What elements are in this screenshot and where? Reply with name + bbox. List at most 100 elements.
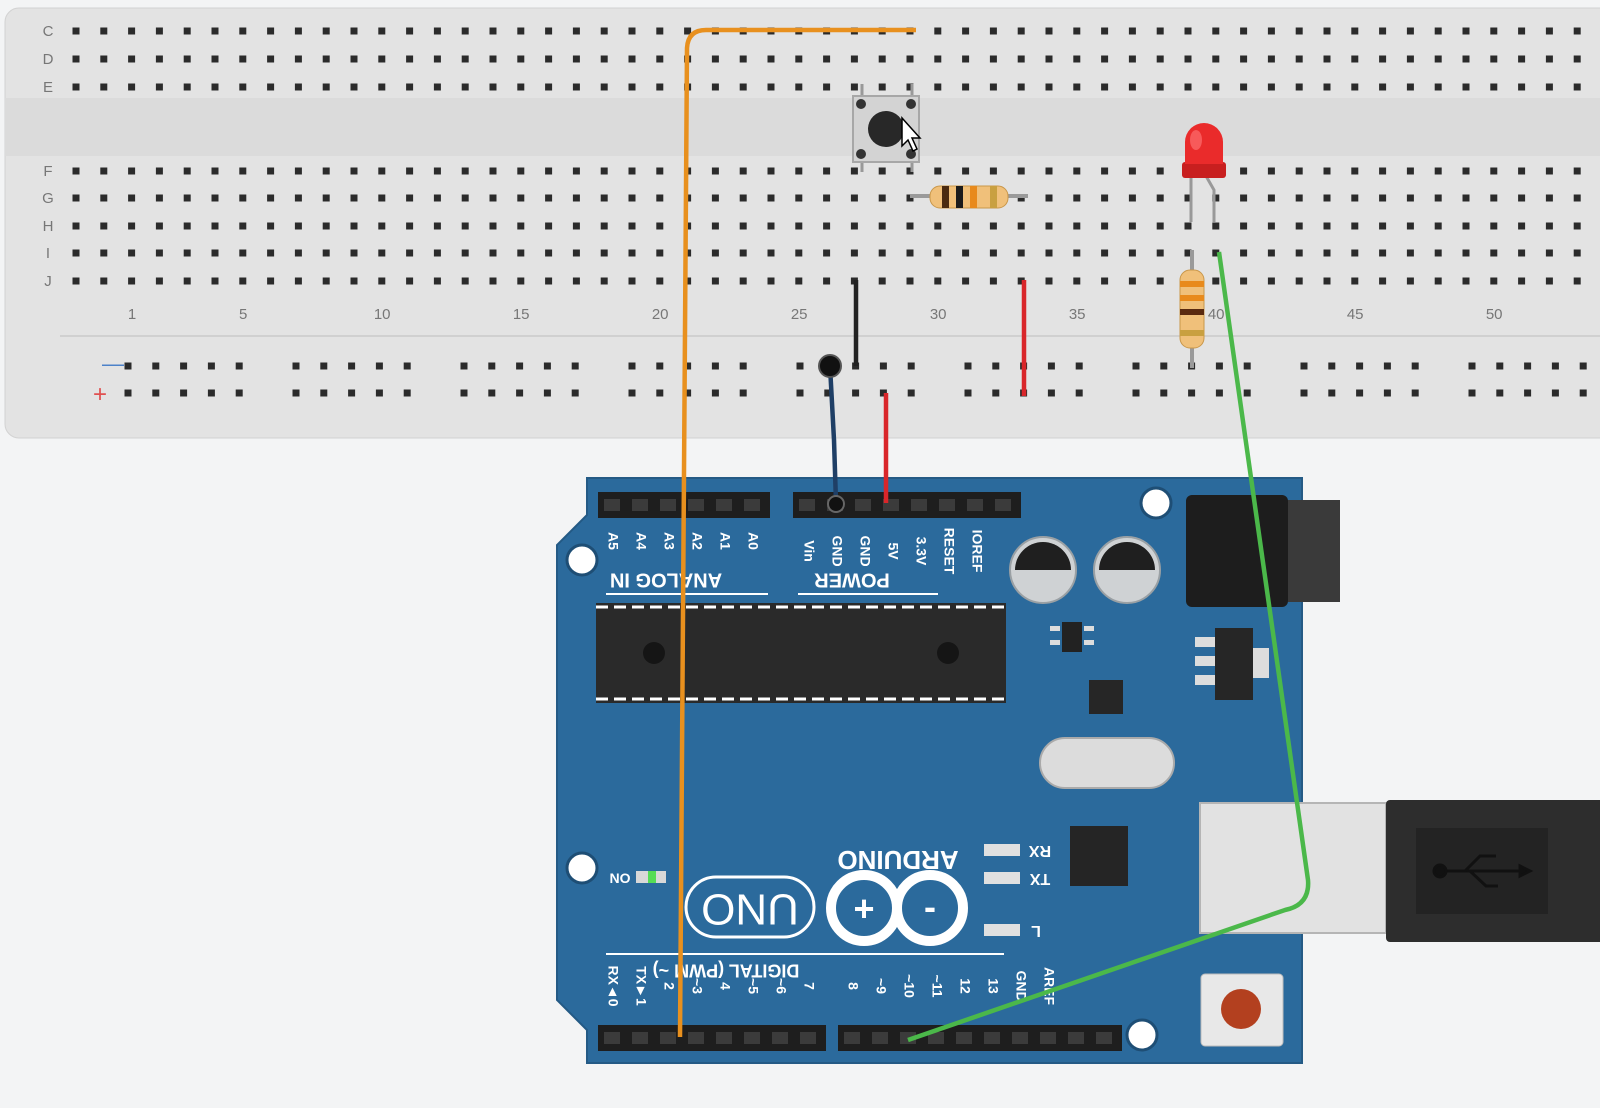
breadboard-hole[interactable] (1212, 55, 1220, 63)
breadboard-hole[interactable] (322, 55, 330, 63)
orange-wire[interactable] (677, 27, 916, 1038)
breadboard-hole[interactable] (1351, 55, 1359, 63)
breadboard-hole[interactable] (1545, 167, 1553, 175)
breadboard-hole[interactable] (72, 277, 80, 285)
header-pin-socket[interactable] (855, 499, 871, 511)
breadboard-hole[interactable] (1128, 167, 1136, 175)
breadboard-hole[interactable] (1351, 27, 1359, 35)
breadboard-hole[interactable] (489, 222, 497, 230)
breadboard-hole[interactable] (517, 55, 525, 63)
breadboard-hole[interactable] (1379, 277, 1387, 285)
breadboard-hole[interactable] (1351, 167, 1359, 175)
breadboard-hole[interactable] (711, 249, 719, 257)
breadboard-hole[interactable] (1128, 277, 1136, 285)
rail-hole[interactable] (1160, 389, 1168, 397)
breadboard-hole[interactable] (406, 27, 414, 35)
breadboard-hole[interactable] (267, 277, 275, 285)
breadboard-hole[interactable] (267, 222, 275, 230)
breadboard-hole[interactable] (489, 167, 497, 175)
breadboard-hole[interactable] (378, 222, 386, 230)
breadboard-hole[interactable] (1212, 27, 1220, 35)
breadboard-hole[interactable] (545, 167, 553, 175)
header-pin-socket[interactable] (604, 499, 620, 511)
breadboard-hole[interactable] (1323, 194, 1331, 202)
breadboard-hole[interactable] (406, 222, 414, 230)
digital-header-low[interactable] (598, 1025, 826, 1051)
breadboard-hole[interactable] (1295, 277, 1303, 285)
breadboard-hole[interactable] (1101, 222, 1109, 230)
breadboard-hole[interactable] (378, 167, 386, 175)
rail-hole[interactable] (879, 362, 887, 370)
breadboard-hole[interactable] (1212, 249, 1220, 257)
breadboard-hole[interactable] (850, 222, 858, 230)
breadboard-hole[interactable] (72, 222, 80, 230)
breadboard-hole[interactable] (1267, 277, 1275, 285)
breadboard-hole[interactable] (1017, 277, 1025, 285)
rail-hole[interactable] (152, 362, 160, 370)
breadboard-hole[interactable] (1240, 249, 1248, 257)
breadboard-hole[interactable] (1545, 27, 1553, 35)
breadboard-hole[interactable] (1240, 55, 1248, 63)
breadboard-hole[interactable] (294, 249, 302, 257)
rail-hole[interactable] (1047, 362, 1055, 370)
breadboard-hole[interactable] (795, 167, 803, 175)
breadboard-hole[interactable] (1518, 55, 1526, 63)
rail-hole[interactable] (992, 362, 1000, 370)
header-pin-socket[interactable] (799, 499, 815, 511)
breadboard-hole[interactable] (183, 194, 191, 202)
reset-button[interactable] (1200, 973, 1284, 1047)
breadboard-hole[interactable] (155, 222, 163, 230)
breadboard-hole[interactable] (1518, 249, 1526, 257)
breadboard-hole[interactable] (1518, 83, 1526, 91)
breadboard-hole[interactable] (1073, 222, 1081, 230)
breadboard-hole[interactable] (406, 167, 414, 175)
breadboard-hole[interactable] (850, 83, 858, 91)
rail-hole[interactable] (571, 362, 579, 370)
breadboard-hole[interactable] (461, 83, 469, 91)
breadboard-hole[interactable] (823, 55, 831, 63)
rail-hole[interactable] (656, 389, 664, 397)
breadboard-hole[interactable] (1101, 83, 1109, 91)
header-pin-socket[interactable] (872, 1032, 888, 1044)
breadboard-hole[interactable] (1073, 27, 1081, 35)
breadboard-hole[interactable] (1184, 83, 1192, 91)
breadboard-hole[interactable] (1462, 167, 1470, 175)
breadboard-hole[interactable] (100, 194, 108, 202)
breadboard-hole[interactable] (1017, 83, 1025, 91)
breadboard-hole[interactable] (767, 194, 775, 202)
breadboard-hole[interactable] (600, 83, 608, 91)
breadboard-hole[interactable] (1045, 55, 1053, 63)
breadboard-hole[interactable] (850, 194, 858, 202)
breadboard-hole[interactable] (1267, 194, 1275, 202)
rail-hole[interactable] (235, 362, 243, 370)
breadboard-hole[interactable] (1240, 277, 1248, 285)
breadboard-hole[interactable] (1379, 27, 1387, 35)
breadboard-hole[interactable] (433, 277, 441, 285)
breadboard-hole[interactable] (155, 249, 163, 257)
breadboard-hole[interactable] (1490, 222, 1498, 230)
breadboard-hole[interactable] (239, 194, 247, 202)
breadboard-hole[interactable] (962, 222, 970, 230)
header-pin-socket[interactable] (744, 499, 760, 511)
breadboard-hole[interactable] (1351, 194, 1359, 202)
rail-hole[interactable] (964, 362, 972, 370)
breadboard-hole[interactable] (1490, 55, 1498, 63)
rail-hole[interactable] (375, 362, 383, 370)
breadboard-hole[interactable] (1545, 277, 1553, 285)
pushbutton[interactable] (852, 84, 922, 172)
rail-hole[interactable] (739, 362, 747, 370)
rail-hole[interactable] (1496, 389, 1504, 397)
breadboard-hole[interactable] (600, 222, 608, 230)
breadboard-hole[interactable] (267, 194, 275, 202)
breadboard-hole[interactable] (517, 83, 525, 91)
breadboard-hole[interactable] (962, 55, 970, 63)
breadboard-hole[interactable] (795, 277, 803, 285)
breadboard-hole[interactable] (1045, 27, 1053, 35)
breadboard-hole[interactable] (1351, 249, 1359, 257)
header-pin-socket[interactable] (688, 499, 704, 511)
breadboard-hole[interactable] (128, 222, 136, 230)
rail-hole[interactable] (292, 362, 300, 370)
breadboard-hole[interactable] (433, 167, 441, 175)
breadboard-hole[interactable] (100, 249, 108, 257)
breadboard-hole[interactable] (155, 83, 163, 91)
